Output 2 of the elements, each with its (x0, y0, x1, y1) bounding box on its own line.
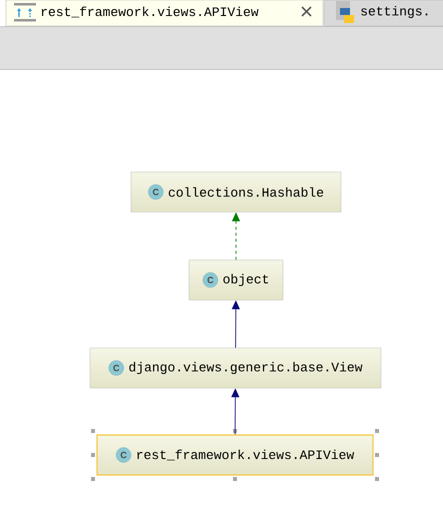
inactive-tab: settings. (324, 0, 443, 26)
active-tab: rest_framework.views.APIView (6, 0, 324, 26)
